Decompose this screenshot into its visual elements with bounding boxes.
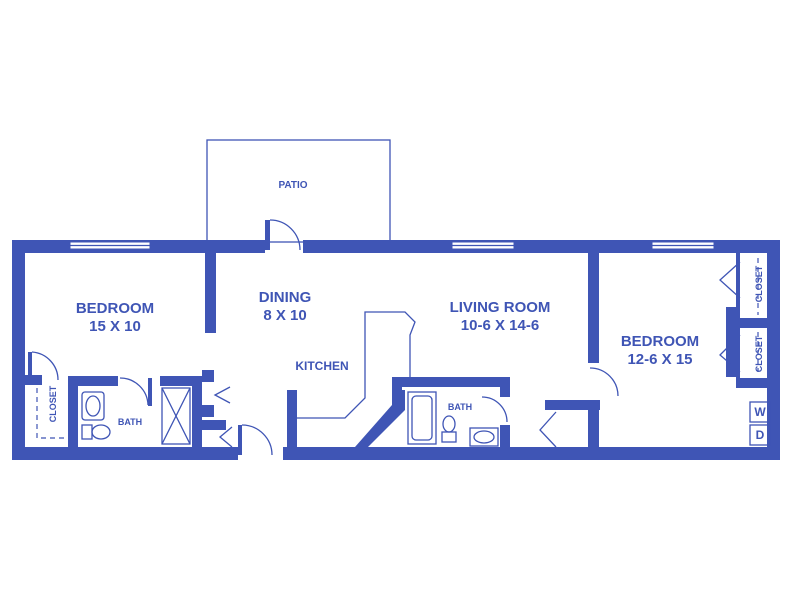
bedroom-left-name: BEDROOM <box>76 300 154 317</box>
interior-walls <box>12 253 767 447</box>
washer-box <box>749 401 771 423</box>
bedroom-left-size: 15 X 10 <box>89 318 141 335</box>
dryer-label: D <box>756 428 765 442</box>
kitchen-counter <box>297 311 416 419</box>
dining-name: DINING <box>259 289 312 306</box>
left-bath-fixtures <box>81 387 191 445</box>
bedroom-right-name: BEDROOM <box>621 333 699 350</box>
closet-right-bottom-label: CLOSET <box>754 335 764 372</box>
closet-left-label: CLOSET <box>48 385 58 422</box>
washer-label: W <box>754 405 766 419</box>
living-room-size: 10-6 X 14-6 <box>461 317 539 334</box>
patio-outline <box>206 139 391 243</box>
living-room-name: LIVING ROOM <box>450 299 551 316</box>
bedroom-right-size: 12-6 X 15 <box>627 351 692 368</box>
doors <box>28 219 741 456</box>
dryer-box <box>749 424 771 446</box>
outer-walls <box>12 240 780 460</box>
closet-rods <box>36 258 759 439</box>
bath-left-label: BATH <box>118 417 142 427</box>
windows <box>69 241 715 250</box>
closet-right-top-label: CLOSET <box>754 265 764 302</box>
bath-right-label: BATH <box>448 402 472 412</box>
dining-size: 8 X 10 <box>263 307 306 324</box>
kitchen-label: KITCHEN <box>295 359 348 373</box>
washer-dryer <box>749 401 771 446</box>
right-bath-fixtures <box>407 391 499 447</box>
patio-label: PATIO <box>278 180 307 191</box>
